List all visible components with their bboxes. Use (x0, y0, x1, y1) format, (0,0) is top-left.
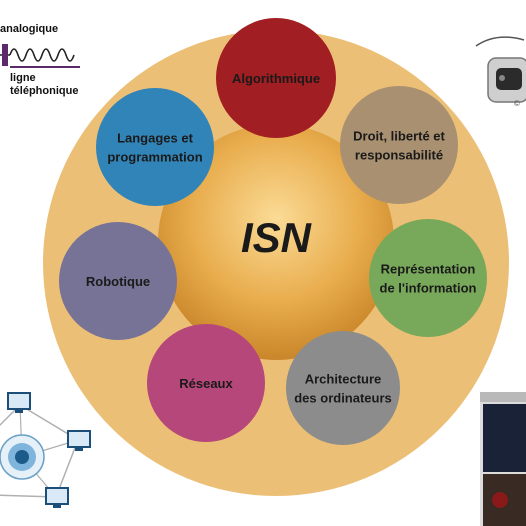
petal-label: des ordinateurs (294, 391, 392, 406)
network-illustration-icon (0, 392, 91, 508)
petal-robotique: Robotique (59, 222, 177, 340)
screen-photo-icon (480, 392, 526, 526)
petal-circle (340, 86, 458, 204)
petal-circle (369, 219, 487, 337)
petal-langages: Langages et programmation (96, 88, 214, 206)
petal-circle (59, 222, 177, 340)
phone-line-label-1: ligne (10, 72, 36, 84)
petal-algorithmique: Algorithmique (216, 18, 336, 138)
petal-label: Droit, liberté et (353, 129, 445, 144)
center-hub (158, 124, 394, 360)
petal-label: Langages et (117, 131, 194, 146)
analog-signal-label: analogique (0, 23, 59, 35)
analog-signal-icon (0, 44, 80, 68)
petal-circle (96, 88, 214, 206)
petal-circle (286, 331, 400, 445)
petal-label: programmation (107, 150, 202, 165)
petal-label: responsabilité (355, 148, 443, 163)
copyright-mark: © (514, 99, 520, 108)
petal-circle (147, 324, 265, 442)
petal-reseaux: Réseaux (147, 324, 265, 442)
petal-label: Architecture (305, 372, 382, 387)
petal-label: Robotique (86, 274, 150, 289)
petal-circle (216, 18, 336, 138)
device-photo-icon: © (475, 36, 526, 108)
computer-icon (67, 430, 91, 451)
petal-architecture: Architecture des ordinateurs (286, 331, 400, 445)
petal-label: Algorithmique (232, 71, 320, 86)
petal-label: Représentation (381, 262, 476, 277)
phone-line-label-2: téléphonique (10, 85, 79, 97)
petal-representation: Représentation de l'information (369, 219, 487, 337)
petal-droit: Droit, liberté et responsabilité (340, 86, 458, 204)
petal-label: de l'information (380, 281, 477, 296)
computer-icon (7, 392, 31, 413)
center-title: ISN (241, 214, 313, 261)
computer-icon (45, 487, 69, 508)
petal-label: Réseaux (179, 376, 233, 391)
